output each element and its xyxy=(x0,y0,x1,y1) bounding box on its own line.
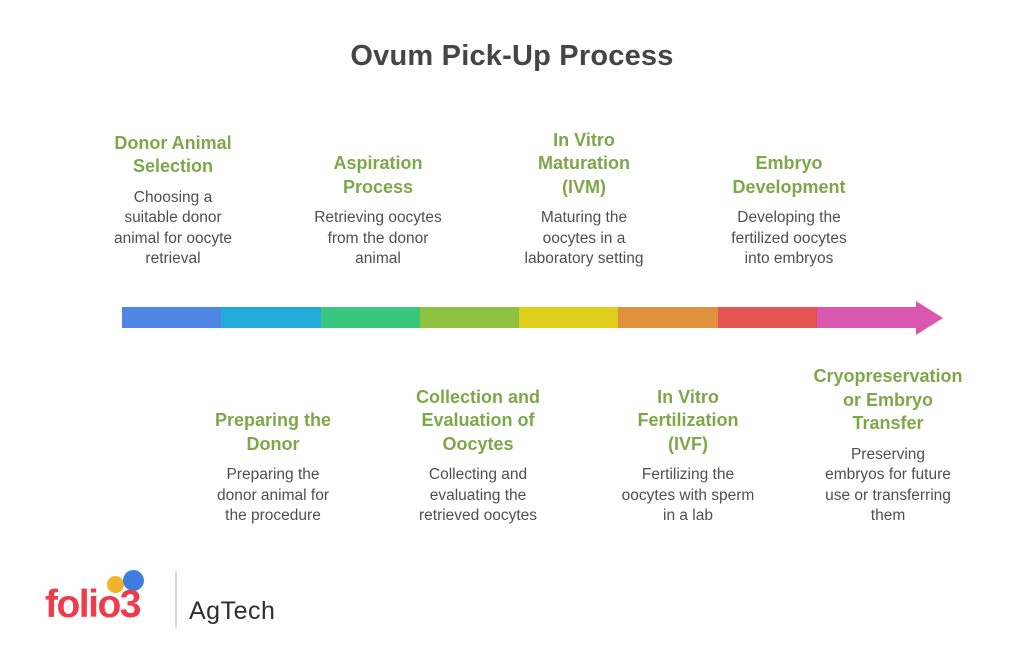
timeline-segment-1 xyxy=(122,307,222,328)
timeline-segment-5 xyxy=(519,307,619,328)
step-heading: Cryopreservation or Embryo Transfer xyxy=(813,366,963,434)
arrowhead-icon xyxy=(916,301,943,335)
page-title: Ovum Pick-Up Process xyxy=(350,40,674,72)
step-heading: Preparing the Donor xyxy=(214,410,332,454)
timeline-segment-8 xyxy=(816,307,916,328)
logo-divider xyxy=(175,571,177,628)
step-heading: Donor Animal Selection xyxy=(114,132,232,177)
step-heading: Embryo Development xyxy=(732,153,846,197)
step-description: Retrieving oocytes from the donor animal xyxy=(314,209,442,268)
step-heading: In Vitro Fertilization (IVF) xyxy=(637,387,739,454)
timeline-segment-2 xyxy=(221,307,321,328)
step-description: Fertilizing the oocytes with sperm in a … xyxy=(621,466,755,525)
step-cryopreservation-embryo-transfer: Cryopreservation or Embryo Transfer Pres… xyxy=(793,365,983,527)
timeline-segment-6 xyxy=(618,307,718,328)
folio3-logo: folio3 xyxy=(45,583,142,626)
logo-yellow-dot-icon xyxy=(107,576,124,593)
timeline-arrow xyxy=(122,307,916,328)
step-in-vitro-maturation: In Vitro Maturation (IVM) Maturing the o… xyxy=(489,129,679,270)
timeline-segment-4 xyxy=(419,307,519,328)
step-in-vitro-fertilization: In Vitro Fertilization (IVF) Fertilizing… xyxy=(593,386,783,527)
step-heading: Collection and Evaluation of Oocytes xyxy=(415,387,540,454)
timeline-segment-3 xyxy=(320,307,420,328)
step-collection-evaluation-oocytes: Collection and Evaluation of Oocytes Col… xyxy=(383,386,573,527)
step-description: Collecting and evaluating the retrieved … xyxy=(418,466,538,525)
timeline-segment-7 xyxy=(717,307,817,328)
step-aspiration-process: Aspiration Process Retrieving oocytes fr… xyxy=(283,152,473,270)
logo-blue-dot-icon xyxy=(123,570,144,591)
step-description: Maturing the oocytes in a laboratory set… xyxy=(524,209,644,268)
step-preparing-the-donor: Preparing the Donor Preparing the donor … xyxy=(178,409,368,527)
step-description: Choosing a suitable donor animal for ooc… xyxy=(113,188,233,268)
logo-division-label: AgTech xyxy=(189,597,276,625)
step-description: Preserving embryos for future use or tra… xyxy=(825,445,951,525)
step-description: Preparing the donor animal for the proce… xyxy=(216,466,329,525)
step-donor-animal-selection: Donor Animal Selection Choosing a suitab… xyxy=(78,132,268,270)
step-heading: Aspiration Process xyxy=(333,153,423,197)
step-heading: In Vitro Maturation (IVM) xyxy=(538,130,630,197)
step-description: Developing the fertilized oocytes into e… xyxy=(731,209,847,268)
step-embryo-development: Embryo Development Developing the fertil… xyxy=(694,152,884,270)
